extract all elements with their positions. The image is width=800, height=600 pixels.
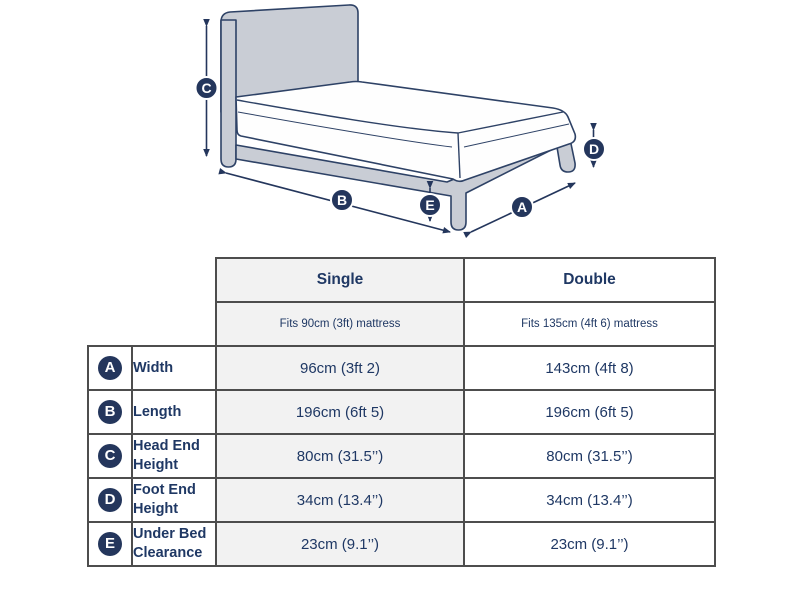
mattress-front-seam — [237, 111, 453, 148]
badge-E-icon: E — [98, 532, 122, 556]
value-double: 143cm (4ft 8) — [463, 345, 716, 391]
marker-E: E — [418, 193, 442, 217]
fits-single: Fits 90cm (3ft) mattress — [215, 301, 465, 347]
marker-A: A — [510, 195, 534, 219]
svg-text:B: B — [337, 192, 347, 208]
row-badge-cell: B — [87, 389, 133, 435]
subheader-spacer — [88, 302, 216, 346]
column-header-single: Single — [215, 257, 465, 303]
svg-text:A: A — [517, 199, 527, 215]
badge-C-icon: C — [98, 444, 122, 468]
row-label: Length — [131, 389, 217, 435]
headboard-leg — [220, 19, 237, 168]
value-double: 80cm (31.5’’) — [463, 433, 716, 479]
value-single: 80cm (31.5’’) — [215, 433, 465, 479]
svg-text:C: C — [201, 80, 211, 96]
value-double: 34cm (13.4’’) — [463, 477, 716, 523]
value-single: 23cm (9.1’’) — [215, 521, 465, 567]
value-single: 196cm (6ft 5) — [215, 389, 465, 435]
svg-text:D: D — [589, 141, 599, 157]
table-row-length: B Length 196cm (6ft 5) 196cm (6ft 5) — [87, 389, 716, 435]
value-single: 96cm (3ft 2) — [215, 345, 465, 391]
badge-A-icon: A — [98, 356, 122, 380]
row-badge-cell: C — [87, 433, 133, 479]
row-label: Under Bed Clearance — [131, 521, 217, 567]
badge-B-icon: B — [98, 400, 122, 424]
row-label: Foot End Height — [131, 477, 217, 523]
row-label: Width — [131, 345, 217, 391]
marker-C: C — [194, 76, 219, 100]
row-badge-cell: D — [87, 477, 133, 523]
mattress-corner-edge — [457, 132, 461, 179]
bed-dimension-diagram: C B E A D — [194, 4, 606, 238]
table-header-row: Single Double — [88, 257, 716, 303]
table-row-foot-end-height: D Foot End Height 34cm (13.4’’) 34cm (13… — [87, 477, 716, 523]
value-single: 34cm (13.4’’) — [215, 477, 465, 523]
mattress — [235, 80, 577, 183]
mattress-foot-seam — [463, 123, 570, 148]
table-subheader-row: Fits 90cm (3ft) mattress Fits 135cm (4ft… — [88, 301, 716, 347]
row-label: Head End Height — [131, 433, 217, 479]
mattress-top-front-edge — [236, 99, 459, 134]
marker-B: B — [330, 188, 354, 212]
badge-D-icon: D — [98, 488, 122, 512]
mattress-foot-top-edge — [457, 111, 564, 134]
dimensions-table: Single Double Fits 90cm (3ft) mattress F… — [87, 257, 716, 567]
value-double: 23cm (9.1’’) — [463, 521, 716, 567]
table-row-under-bed-clearance: E Under Bed Clearance 23cm (9.1’’) 23cm … — [87, 521, 716, 567]
value-double: 196cm (6ft 5) — [463, 389, 716, 435]
row-badge-cell: E — [87, 521, 133, 567]
row-badge-cell: A — [87, 345, 133, 391]
table-row-width: A Width 96cm (3ft 2) 143cm (4ft 8) — [87, 345, 716, 391]
fits-double: Fits 135cm (4ft 6) mattress — [463, 301, 716, 347]
column-header-double: Double — [463, 257, 716, 303]
svg-text:E: E — [425, 197, 434, 213]
marker-D: D — [582, 137, 606, 161]
header-spacer — [88, 258, 216, 302]
table-row-head-end-height: C Head End Height 80cm (31.5’’) 80cm (31… — [87, 433, 716, 479]
